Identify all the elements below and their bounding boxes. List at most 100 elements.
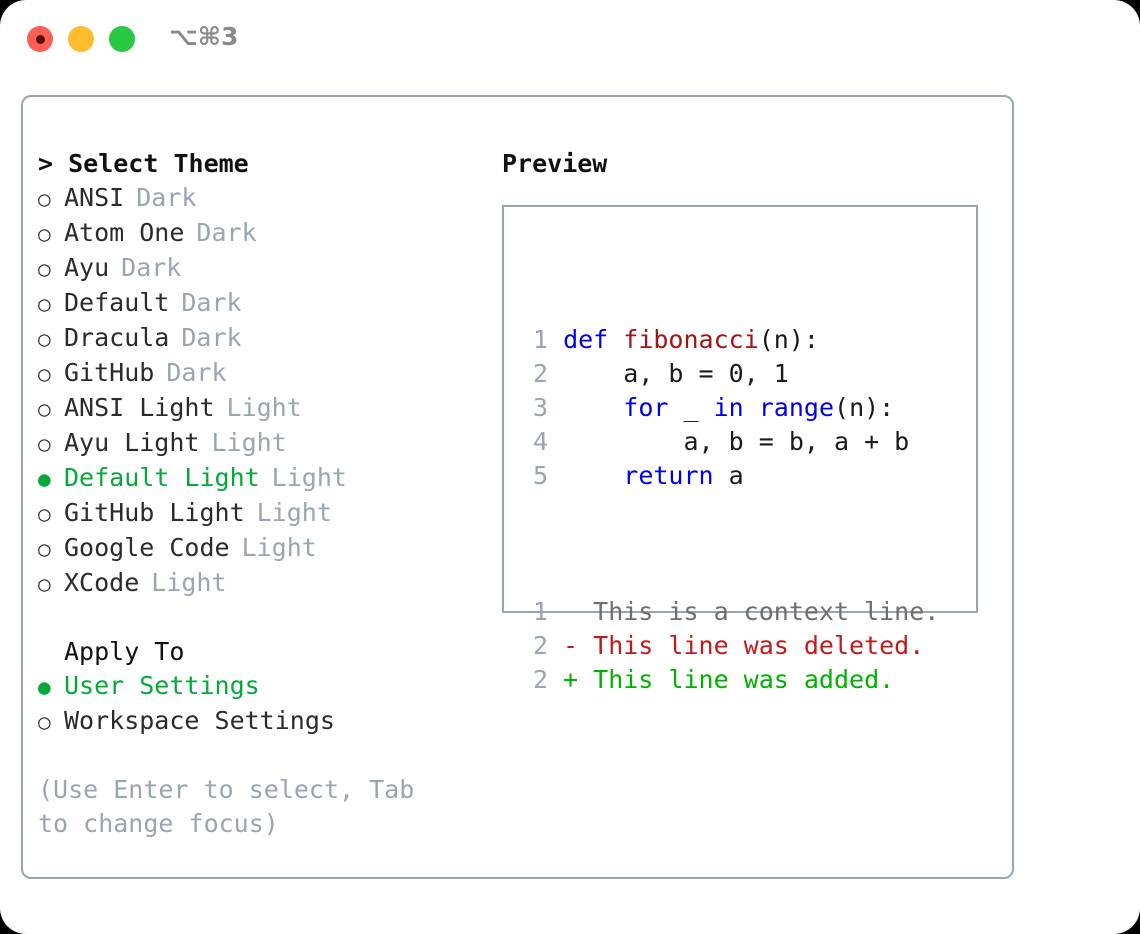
theme-option-kind: Light [241,533,317,562]
theme-option-7[interactable]: ○ Ayu Light Light [38,426,488,461]
select-theme-header: > Select Theme [38,149,249,178]
theme-option-kind: Dark [136,183,197,212]
code-token [548,461,623,490]
code-token [548,325,563,354]
theme-option-kind: Light [256,498,332,527]
theme-option-5[interactable]: ○ GitHub Dark [38,356,488,391]
theme-option-kind: Light [271,463,347,492]
theme-option-3[interactable]: ○ Default Dark [38,286,488,321]
preview-column: Preview 1 def fibonacci(n):2 a, b = 0, 1… [502,147,992,694]
apply-to-title: Apply To [64,637,185,666]
diff-line-text: - This line was deleted. [548,631,925,660]
diff-sample: 1 This is a context line.2 - This line w… [518,595,939,697]
apply-to-option-1[interactable]: ○ Workspace Settings [38,704,488,739]
diff-line: 2 - This line was deleted. [518,629,939,663]
diff-line: 2 + This line was added. [518,663,939,697]
apply-to-option-list: ● User Settings ○ Workspace Settings [38,669,488,739]
diff-line-number: 2 [532,631,548,660]
keyboard-shortcut-label: ⌥⌘3 [169,22,239,51]
theme-option-8[interactable]: ● Default Light Light [38,461,488,496]
preview-header: Preview [502,149,608,178]
theme-option-kind: Light [211,428,287,457]
radio-selected-icon: ● [38,675,51,699]
radio-unselected-icon: ○ [38,292,51,316]
code-token: a, b = 0, 1 [548,359,789,388]
minimize-button[interactable] [68,26,94,52]
theme-option-4[interactable]: ○ Dracula Dark [38,321,488,356]
code-line: 4 a, b = b, a + b [518,425,939,459]
code-token: range [758,393,835,422]
apply-to-option-0[interactable]: ● User Settings [38,669,488,704]
code-line-number: 5 [532,461,548,490]
theme-option-10[interactable]: ○ Google Code Light [38,531,488,566]
theme-option-6[interactable]: ○ ANSI Light Light [38,391,488,426]
code-token [744,393,759,422]
theme-option-label: GitHub [64,358,155,387]
theme-option-kind: Dark [121,253,182,282]
radio-unselected-icon: ○ [38,502,51,526]
theme-option-9[interactable]: ○ GitHub Light Light [38,496,488,531]
radio-unselected-icon: ○ [38,432,51,456]
code-line-number: 2 [532,359,548,388]
theme-option-label: Dracula [64,323,170,352]
diff-line-number: 1 [532,597,548,626]
theme-option-label: ANSI Light [64,393,215,422]
theme-option-kind: Light [226,393,302,422]
theme-option-kind: Dark [181,288,242,317]
code-line: 5 return a [518,459,939,493]
theme-option-label: XCode [64,568,140,597]
theme-option-label: Default [64,288,170,317]
radio-unselected-icon: ○ [38,537,51,561]
code-token: _ [668,393,714,422]
code-token: fibonacci [623,325,759,354]
code-token: (n): [758,325,819,354]
radio-selected-icon: ● [38,467,51,491]
apply-to-option-label: Workspace Settings [64,706,335,735]
radio-unselected-icon: ○ [38,222,51,246]
code-token: a [713,461,744,490]
theme-option-kind: Dark [181,323,242,352]
theme-option-kind: Dark [166,358,227,387]
code-token [608,325,623,354]
apply-to-option-label: User Settings [64,671,260,700]
radio-unselected-icon: ○ [38,362,51,386]
theme-option-0[interactable]: ○ ANSI Dark [38,181,488,216]
code-token: (n): [834,393,895,422]
radio-unselected-icon: ○ [38,710,51,734]
theme-option-kind: Dark [196,218,257,247]
code-token: a, b = b, a + b [548,427,910,456]
code-line: 1 def fibonacci(n): [518,323,939,357]
radio-unselected-icon: ○ [38,572,51,596]
diff-line-text: + This line was added. [548,665,895,694]
code-token: for [623,393,669,422]
diff-line-text: This is a context line. [548,597,940,626]
code-token [548,393,623,422]
radio-unselected-icon: ○ [38,257,51,281]
theme-option-label: GitHub Light [64,498,245,527]
radio-unselected-icon: ○ [38,327,51,351]
radio-unselected-icon: ○ [38,397,51,421]
close-button[interactable] [27,26,53,52]
theme-option-label: ANSI [64,183,125,212]
theme-option-label: Default Light [64,463,260,492]
diff-line: 1 This is a context line. [518,595,939,629]
code-token: def [563,325,609,354]
code-token: in [713,393,744,422]
theme-option-label: Ayu Light [64,428,200,457]
theme-option-kind: Light [151,568,227,597]
maximize-button[interactable] [109,26,135,52]
section-spacer [38,601,488,635]
title-bar: ⌥⌘3 [0,0,1140,76]
radio-unselected-icon: ○ [38,187,51,211]
theme-option-11[interactable]: ○ XCode Light [38,566,488,601]
theme-option-label: Google Code [64,533,230,562]
keyboard-hint-text: (Use Enter to select, Tab to change focu… [38,775,430,838]
